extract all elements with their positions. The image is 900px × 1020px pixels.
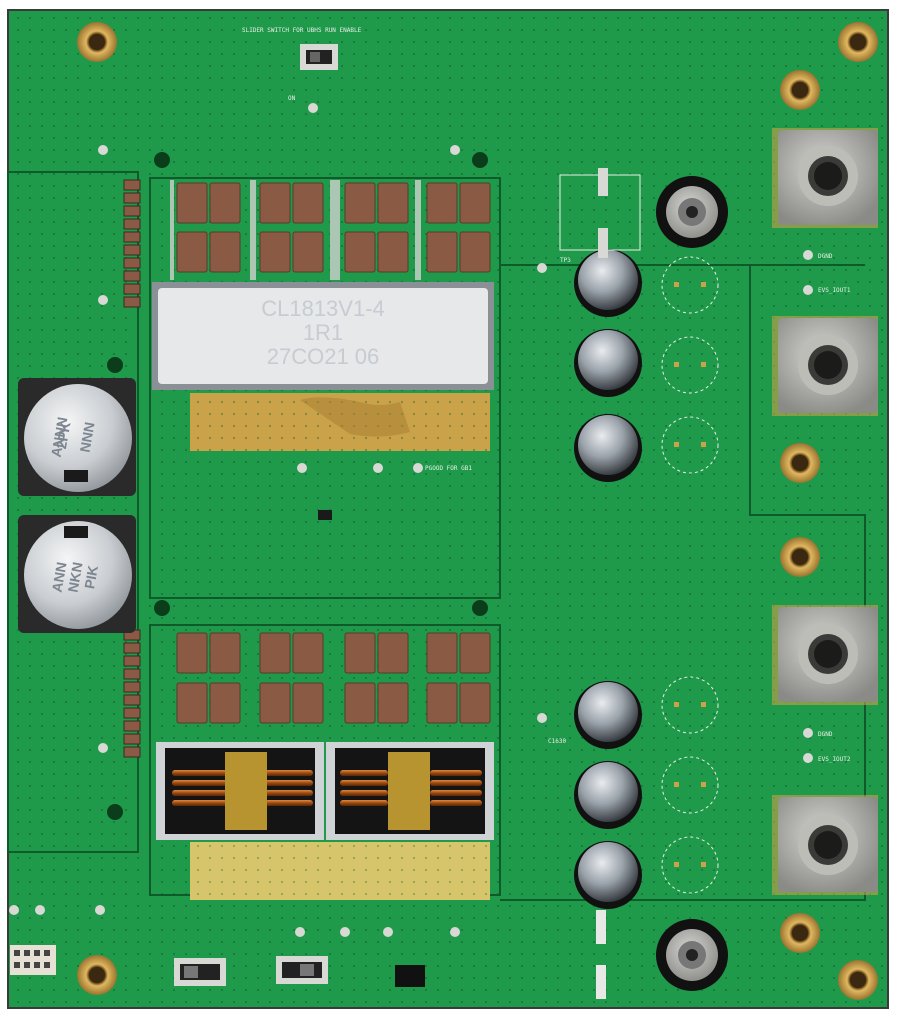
coupled-inductor-bottom-left — [156, 742, 324, 840]
pgood-silk: PGOOD FOR GB1 — [425, 465, 472, 472]
output-terminal-2[interactable] — [772, 316, 878, 416]
inductor-part-number: CL1813V1-4 — [261, 296, 385, 321]
inductor-value: 1R1 — [303, 320, 343, 345]
dgnd-silk-1: DGND — [818, 253, 833, 260]
output-terminal-3[interactable] — [772, 605, 878, 705]
mlcc-bank-bottom — [176, 632, 491, 724]
tp-label: TP3 — [560, 257, 571, 264]
bulk-cap-2-line2: NKN — [65, 561, 86, 594]
slider-bottom-silk: ON — [288, 95, 296, 102]
mlcc-column-bottom — [123, 629, 141, 758]
coupled-inductor-bottom-right — [326, 742, 494, 840]
bottom-slider-switch-1[interactable] — [174, 958, 226, 986]
unpopulated-cap-footprints — [661, 256, 719, 894]
bulk-cap-2-line3: PIK — [81, 564, 101, 590]
bulk-cap-2-line1: ANN — [49, 561, 70, 594]
output-terminal-bottom[interactable] — [772, 795, 878, 895]
bottom-slider-switch-2[interactable] — [276, 956, 328, 984]
bulk-cap-1-line1: 2PK — [53, 421, 73, 451]
run-enable-slider-switch[interactable] — [300, 44, 338, 70]
bulk-cap-1-line3: ANNN — [48, 416, 71, 459]
bulk-capacitor-1: 2PK NNN ANNN — [18, 378, 136, 496]
small-ic-bottom — [395, 965, 425, 987]
evs-iout2-silk: EVS_IOUT2 — [818, 756, 851, 763]
evs-iout1-silk: EVS_IOUT1 — [818, 287, 851, 294]
coupled-inductor-top: CL1813V1-4 1R1 27CO21 06 — [152, 282, 494, 390]
electrolytic-caps — [574, 249, 642, 909]
output-terminal-top[interactable] — [772, 128, 878, 228]
mounting-holes — [77, 22, 878, 1000]
bulk-cap-1-line2: NNN — [77, 421, 98, 454]
mlcc-column-top — [123, 179, 141, 308]
slider-title-silk: SLIDER SWITCH FOR UBHS RUN ENABLE — [242, 27, 362, 34]
controller-ic — [318, 510, 332, 520]
pin-header[interactable] — [10, 945, 56, 975]
mlcc-bank-top — [176, 182, 491, 273]
cap-label: C1630 — [548, 738, 566, 745]
bnc-connector-bottom[interactable] — [656, 919, 728, 991]
inductor-lot: 27CO21 06 — [267, 344, 380, 369]
bnc-connector-top[interactable] — [656, 176, 728, 248]
bulk-capacitor-2: ANN NKN PIK — [18, 515, 136, 633]
dgnd-silk-2: DGND — [818, 731, 833, 738]
